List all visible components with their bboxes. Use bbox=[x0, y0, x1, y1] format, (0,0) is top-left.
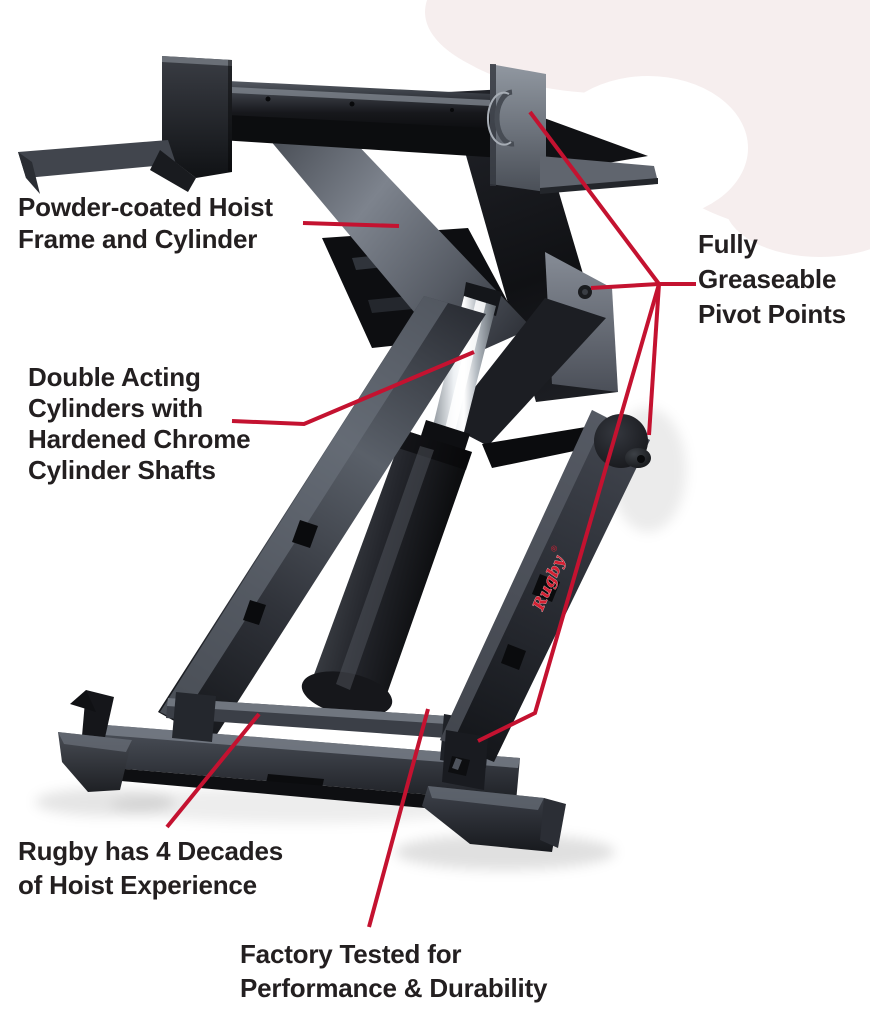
leader-greaseable-knob bbox=[647, 283, 661, 436]
leader-double-acting bbox=[231, 350, 475, 427]
leader-experience bbox=[165, 712, 261, 829]
leader-greaseable-lower bbox=[477, 283, 661, 743]
leader-powder-coated bbox=[302, 221, 400, 228]
leader-factory-tested bbox=[367, 708, 430, 928]
scissor-arm-front: Rugby ® bbox=[440, 410, 651, 762]
leader-greaseable-bolt bbox=[590, 282, 660, 290]
cross-strut bbox=[482, 424, 608, 468]
left-mount-plate bbox=[162, 56, 232, 178]
rugby-logo-mark: ® bbox=[549, 543, 560, 554]
base-front-rail bbox=[90, 724, 520, 802]
base-frame bbox=[58, 690, 520, 816]
lift-cylinders bbox=[301, 282, 608, 717]
upper-frame-beam-front bbox=[238, 97, 532, 362]
scissor-arm-rear bbox=[158, 296, 486, 742]
callout-leader-lines bbox=[165, 110, 696, 928]
top-crossbar-assembly bbox=[18, 56, 658, 194]
right-foot bbox=[422, 730, 566, 852]
left-mount-foot bbox=[18, 140, 176, 178]
